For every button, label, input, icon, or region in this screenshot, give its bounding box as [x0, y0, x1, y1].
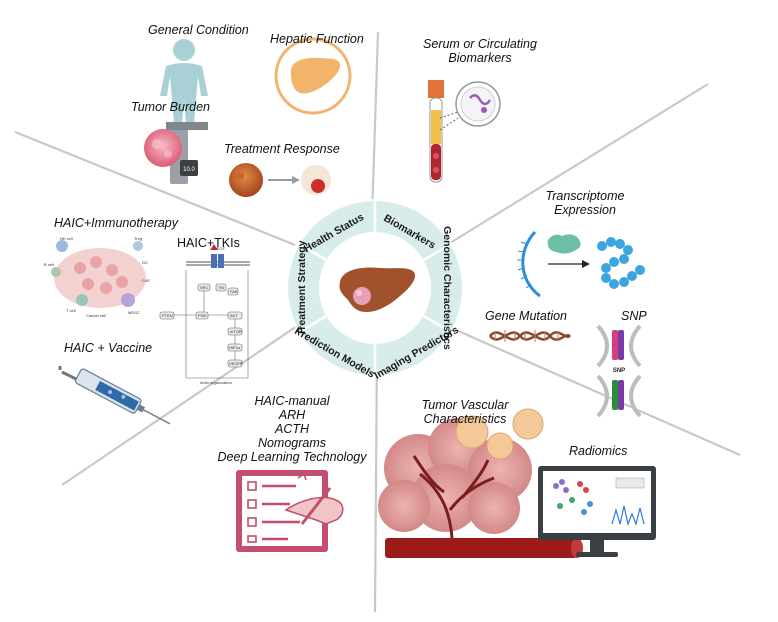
hepatic-function-label: Hepatic Function [270, 32, 364, 46]
pathway-node: AKT [230, 313, 238, 318]
pathway-node: VEGFR [229, 361, 243, 366]
transcription-icon [517, 230, 590, 298]
model-haic-manual: HAIC-manual [254, 394, 330, 408]
snp-label: SNP [621, 309, 647, 323]
haic-tkis-label: HAIC+TKIs [177, 236, 240, 250]
pathway-node: SRC [200, 285, 209, 290]
pathway-node: PTEN [162, 313, 173, 318]
caliper-icon: 10.0 [144, 122, 208, 184]
immune-cell-label: MDSC [128, 310, 140, 315]
immune-cell-label: Treg [134, 236, 142, 241]
human-body-icon [160, 39, 208, 124]
tki-pathway-icon: VEGF SRC TKI PTEN PI3K AKT mTOR HIF1α VE… [159, 244, 250, 385]
center-ring: Health Status Biomarkers Genomic Charact… [286, 199, 464, 382]
general-condition-label: General Condition [148, 23, 249, 37]
pathway-caption: Actin organization [200, 380, 232, 385]
caliper-readout: 10.0 [183, 167, 195, 173]
pathway-node: TKI [218, 285, 224, 290]
model-nomograms: Nomograms [257, 436, 327, 450]
model-deep-learning: Deep Learning Technology [217, 450, 367, 464]
pathway-node: VEGF [214, 246, 225, 251]
tumor-vasculature-icon [378, 408, 583, 558]
immune-cell-label: B cell [44, 262, 54, 267]
treatment-response-icon [229, 163, 331, 197]
immune-cell-label: DC [142, 260, 148, 265]
serum-biomarkers-label: Serum or Circulating Biomarkers [423, 37, 537, 65]
pathway-node: FAK [230, 289, 238, 294]
dna-icon [489, 330, 571, 342]
model-acth: ACTH [274, 422, 310, 436]
syringe-icon [58, 366, 171, 425]
pathway-node: HIF1α [229, 345, 241, 350]
immune-cell-label: Cancer cell [86, 313, 106, 318]
immunotherapy-cells-icon: NK cell Treg B cell DC T cell Cancer cel… [44, 236, 151, 318]
checklist-icon [236, 470, 344, 552]
divider-lines [14, 31, 741, 613]
immune-cell-label: CAF [142, 278, 151, 283]
haic-vaccine-label: HAIC + Vaccine [64, 341, 153, 355]
tumor-vascular-label: Tumor Vascular Characteristics [421, 398, 509, 426]
tumor-burden-label: Tumor Burden [131, 100, 210, 114]
pathway-node: mTOR [230, 329, 242, 334]
snp-small-label: SNP [613, 368, 625, 374]
model-arh: ARH [278, 408, 306, 422]
ring-label-genomic-characteristics: Genomic Characteristics [441, 226, 453, 350]
transcriptome-label: Transcriptome Expression [545, 189, 625, 217]
haic-immunotherapy-label: HAIC+Immunotherapy [54, 216, 179, 230]
blood-tube-icon [428, 80, 501, 183]
immune-cell-label: NK cell [60, 236, 73, 241]
liver-icon [339, 267, 416, 312]
radiomics-monitor-icon [538, 466, 656, 557]
pathway-node: PI3K [198, 313, 207, 318]
ring-label-treatment-strategy: Treatment Strategy [296, 240, 308, 335]
gene-mutation-label: Gene Mutation [485, 309, 567, 323]
snp-dna-icon: SNP [596, 324, 642, 418]
treatment-response-label: Treatment Response [224, 142, 340, 156]
protein-chain-icon [597, 237, 645, 289]
radiomics-label: Radiomics [569, 444, 628, 458]
immune-cell-label: T cell [66, 308, 76, 313]
hepatic-function-icon [274, 37, 352, 115]
